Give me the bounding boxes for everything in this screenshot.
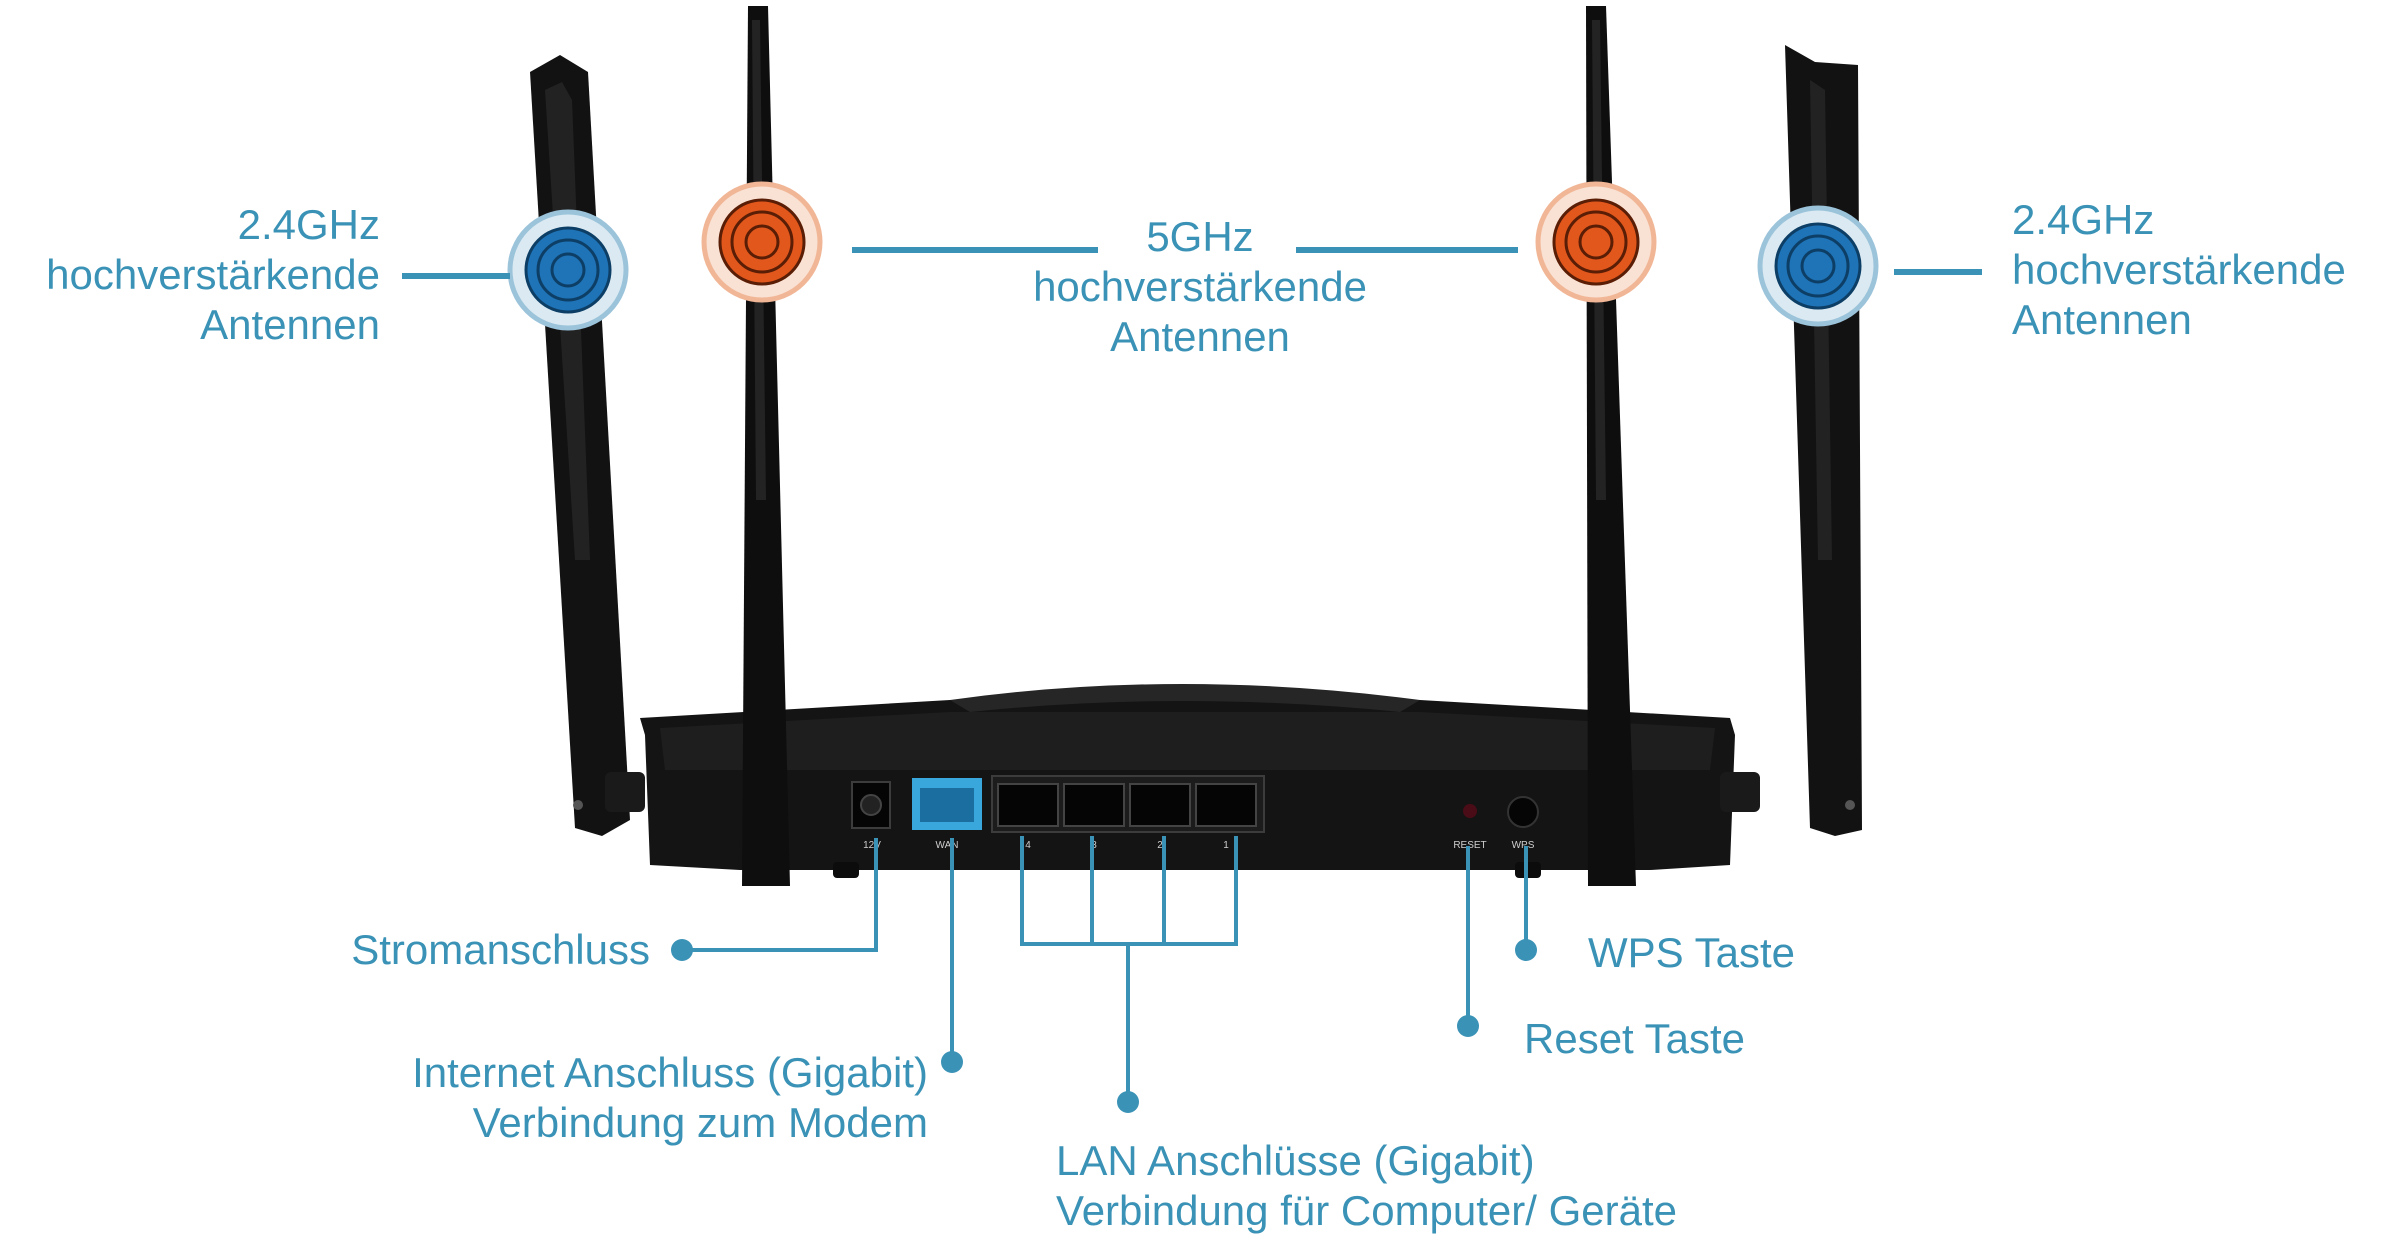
- marker-5ghz-left: [701, 181, 823, 303]
- callout-reset-text: Reset Taste: [1524, 1015, 1746, 1062]
- callout-wps: WPS Taste: [1588, 928, 1988, 978]
- antenna-label-5ghz: 5GHz hochverstärkende Antennen: [1000, 212, 1400, 362]
- connector-dots: [671, 939, 1537, 1113]
- port-mark-power: 12V: [863, 840, 881, 851]
- antenna-label-24ghz-right-type: Antennen: [2012, 296, 2192, 343]
- port-connectors: [682, 836, 1528, 1102]
- lan-port-2: [1129, 783, 1191, 827]
- antenna-inner-right: [1586, 6, 1636, 886]
- antenna-connectors: [402, 247, 1982, 279]
- wps-dot: [1515, 939, 1537, 961]
- router-body: 12V WAN 4 3 2 1 RESET WPS: [605, 684, 1760, 878]
- port-mark-lan-3: 3: [1091, 840, 1097, 851]
- antenna-label-24ghz-left-type: Antennen: [200, 301, 380, 348]
- antenna-label-24ghz-right: 2.4GHz hochverstärkende Antennen: [2012, 195, 2382, 345]
- antenna-outer-left: [530, 55, 630, 836]
- port-mark-lan-1: 1: [1223, 840, 1229, 851]
- callout-wan: Internet Anschluss (Gigabit) Verbindung …: [250, 1048, 928, 1148]
- antenna-label-5ghz-desc: hochverstärkende: [1033, 263, 1367, 310]
- wan-dot: [941, 1051, 963, 1073]
- marker-24ghz-right: [1757, 205, 1879, 327]
- antenna-label-24ghz-left-desc: hochverstärkende: [46, 251, 380, 298]
- antenna-label-24ghz-right-band: 2.4GHz: [2012, 196, 2155, 243]
- antenna-label-24ghz-left: 2.4GHz hochverstärkende Antennen: [0, 200, 380, 350]
- antenna-label-24ghz-right-desc: hochverstärkende: [2012, 246, 2346, 293]
- callout-wan-line1: Internet Anschluss (Gigabit): [412, 1049, 928, 1096]
- callout-wan-line2: Verbindung zum Modem: [472, 1099, 928, 1146]
- callout-lan-line2: Verbindung für Computer/ Geräte: [1056, 1187, 1678, 1234]
- antenna-outer-right: [1785, 45, 1862, 836]
- power-leader: [682, 838, 878, 952]
- lan-dot: [1117, 1091, 1139, 1113]
- callout-reset: Reset Taste: [1524, 1014, 1924, 1064]
- callout-wps-text: WPS Taste: [1588, 929, 1795, 976]
- callout-lan-line1: LAN Anschlüsse (Gigabit): [1056, 1137, 1535, 1184]
- wps-button: [1507, 796, 1539, 828]
- port-mark-wps: WPS: [1512, 840, 1535, 851]
- antenna-label-5ghz-type: Antennen: [1110, 313, 1290, 360]
- marker-24ghz-left: [507, 209, 629, 331]
- marker-5ghz-right: [1535, 181, 1657, 303]
- lan-port-4: [997, 783, 1059, 827]
- port-mark-lan-2: 2: [1157, 840, 1163, 851]
- antenna-label-5ghz-band: 5GHz: [1146, 213, 1254, 260]
- port-mark-wan: WAN: [936, 840, 959, 851]
- antenna-inner-left: [742, 6, 790, 886]
- antenna-label-24ghz-left-band: 2.4GHz: [237, 201, 380, 248]
- callout-power: Stromanschluss: [220, 925, 650, 975]
- lan-port-1: [1195, 783, 1257, 827]
- lan-port-3: [1063, 783, 1125, 827]
- port-mark-lan-4: 4: [1025, 840, 1031, 851]
- callout-power-text: Stromanschluss: [351, 926, 650, 973]
- reset-hole: [1463, 804, 1477, 818]
- reset-dot: [1457, 1015, 1479, 1037]
- port-mark-reset: RESET: [1453, 840, 1486, 851]
- power-dot: [671, 939, 693, 961]
- callout-lan: LAN Anschlüsse (Gigabit) Verbindung für …: [1056, 1136, 1956, 1236]
